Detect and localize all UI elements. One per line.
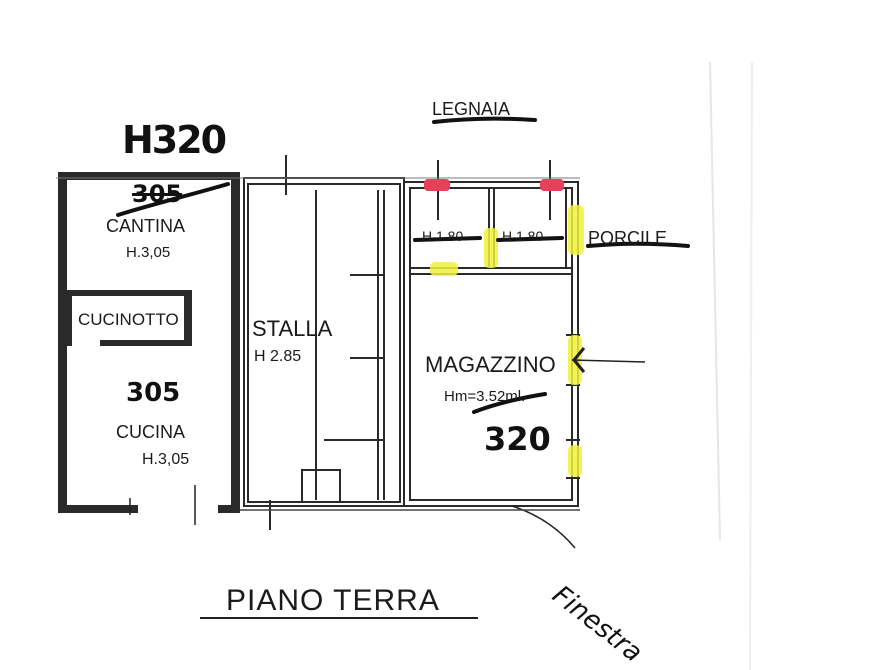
room-label-cucinotto: CUCINOTTO <box>78 310 179 329</box>
stalla-walls <box>243 155 405 530</box>
cantina-old-height-note: 305 <box>132 180 183 208</box>
room-height-cantina: H.3,05 <box>126 244 171 261</box>
room-height-magazzino: Hm=3.52ml. <box>444 388 526 405</box>
room-label-magazzino: MAGAZZINO <box>425 352 556 377</box>
left-building-walls <box>58 172 240 513</box>
scan-edge-right <box>709 61 721 541</box>
cantina-new-height-note: H320 <box>122 118 227 162</box>
room-label-cucina: CUCINA <box>116 422 186 442</box>
room-label-cantina: CANTINA <box>106 216 186 236</box>
room-height-small-right: H 1.80 <box>502 228 544 244</box>
leader-lines <box>129 347 646 549</box>
room-height-stalla: H 2.85 <box>254 348 302 365</box>
room-label-stalla: STALLA <box>252 316 333 341</box>
magazzino-new-height-note: 320 <box>484 420 551 458</box>
room-height-cucina: H.3,05 <box>142 451 190 468</box>
room-label-porcile: PORCILE <box>588 228 668 248</box>
scan-edge-far-right <box>749 61 753 670</box>
correction-strikes <box>116 116 690 414</box>
room-label-legnaia: LEGNAIA <box>432 99 511 119</box>
cucina-height-note: 305 <box>126 378 181 408</box>
plan-title: PIANO TERRA <box>226 584 440 617</box>
room-height-small-left: H 1.80 <box>422 228 464 244</box>
